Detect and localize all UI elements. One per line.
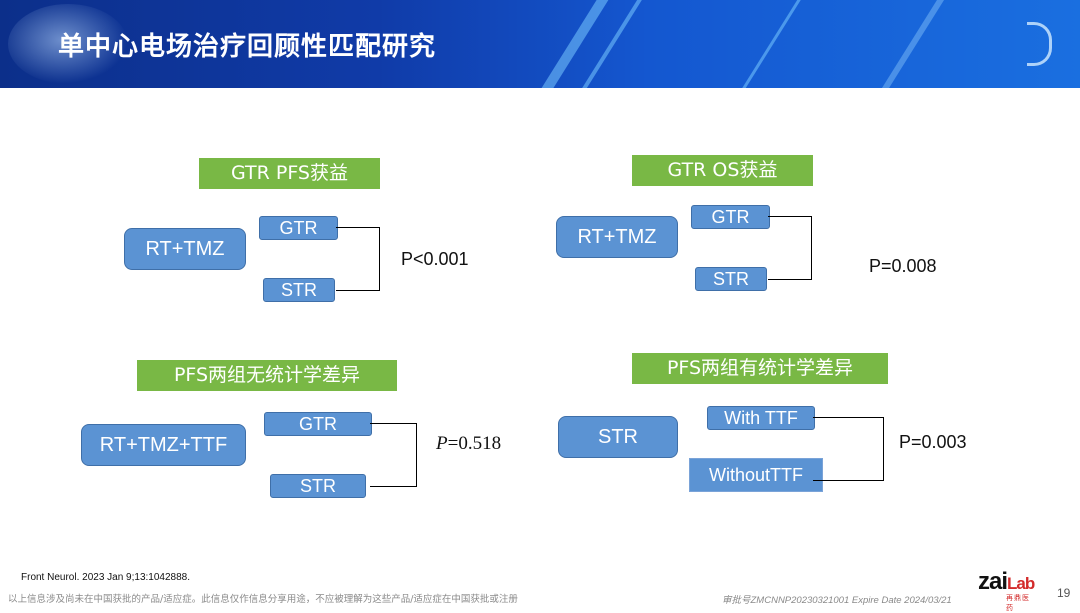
brain-icon <box>8 4 128 84</box>
page-number: 19 <box>1057 586 1071 600</box>
comparison-bracket <box>336 227 380 291</box>
panel-heading-gtr-pfs: GTR PFS获益 <box>199 158 380 189</box>
logo-zai: zai <box>978 568 1008 595</box>
p-value: P=0.518 <box>436 433 501 455</box>
gtr-box: GTR <box>264 412 372 436</box>
comparison-bracket <box>768 216 812 280</box>
p-letter: P <box>436 433 448 454</box>
p-value: P=0.003 <box>899 432 967 452</box>
group-box: RT+TMZ <box>556 216 678 258</box>
gtr-box: GTR <box>691 205 770 229</box>
gtr-box: GTR <box>259 216 338 240</box>
header-streak <box>507 0 623 88</box>
comparison-bracket <box>813 417 884 481</box>
logo-lab: Lab <box>1007 574 1035 593</box>
header-streak <box>547 0 657 88</box>
str-box: STR <box>695 267 767 291</box>
group-box: STR <box>558 416 678 458</box>
citation: Front Neurol. 2023 Jan 9;13:1042888. <box>21 572 191 583</box>
disclaimer: 以上信息涉及尚未在中国获批的产品/适应症。此信息仅作信息分享用途，不应被理解为这… <box>8 594 518 605</box>
p-number: =0.518 <box>447 433 502 454</box>
str-box: STR <box>263 278 335 302</box>
header-streak <box>847 0 959 88</box>
panel-heading-pfs-diff: PFS两组有统计学差异 <box>632 353 888 384</box>
header-banner: 单中心电场治疗回顾性匹配研究 <box>0 0 1080 88</box>
approval-code: 审批号ZMCNNP20230321001 Expire Date 2024/03… <box>722 595 952 606</box>
logo-sub: 再鼎医药 <box>1006 595 1030 612</box>
page-title: 单中心电场治疗回顾性匹配研究 <box>58 32 437 62</box>
with-ttf-box: With TTF <box>707 406 815 430</box>
group-box: RT+TMZ <box>124 228 246 270</box>
panel-heading-gtr-os: GTR OS获益 <box>632 155 813 186</box>
header-streak <box>707 0 816 88</box>
zailab-logo: zaiLab 再鼎医药 <box>978 568 1035 612</box>
p-value: P=0.008 <box>869 256 937 276</box>
str-box: STR <box>270 474 366 498</box>
panel-heading-pfs-no-diff: PFS两组无统计学差异 <box>137 360 397 391</box>
ear-icon <box>1027 22 1052 66</box>
comparison-bracket <box>370 423 417 487</box>
p-value: P<0.001 <box>401 249 469 269</box>
group-box: RT+TMZ+TTF <box>81 424 246 466</box>
without-ttf-box: WithoutTTF <box>689 458 823 492</box>
